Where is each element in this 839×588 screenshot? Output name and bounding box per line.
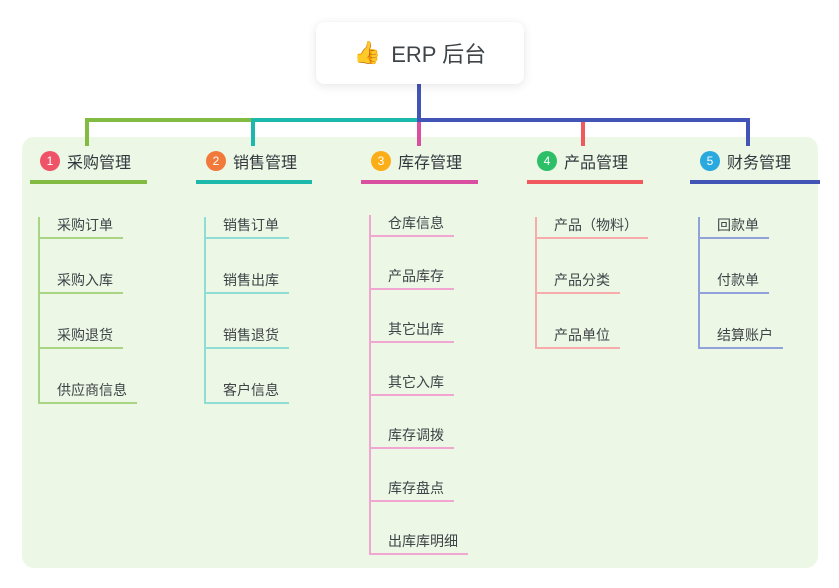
thumbs-up-icon: 👍 xyxy=(353,40,382,65)
branch-title: 2 销售管理 xyxy=(196,146,312,184)
mindmap-item: 回款单 xyxy=(698,217,769,239)
mindmap-item: 产品库存 xyxy=(369,268,454,290)
connector-drop-branch-4 xyxy=(581,122,585,146)
connector-horizontal-right xyxy=(419,118,750,122)
branch-procurement: 1 采购管理 采购订单采购入库采购退货供应商信息 xyxy=(30,146,147,404)
branch-label: 采购管理 xyxy=(67,155,132,172)
branch-vertical-line xyxy=(369,215,371,555)
branch-title: 1 采购管理 xyxy=(30,146,147,184)
branch-items: 采购订单采购入库采购退货供应商信息 xyxy=(38,217,147,404)
branch-label: 库存管理 xyxy=(398,155,463,172)
mindmap-item: 库存调拨 xyxy=(369,427,454,449)
mindmap-item: 采购订单 xyxy=(38,217,123,239)
branch-label: 产品管理 xyxy=(564,155,629,172)
mindmap-item: 产品（物料） xyxy=(535,217,648,239)
mindmap-item: 库存盘点 xyxy=(369,480,454,502)
mindmap-item: 结算账户 xyxy=(698,327,783,349)
number-badge: 2 xyxy=(206,151,226,171)
connector-horizontal-left xyxy=(85,118,251,122)
root-node-label: ERP 后台 xyxy=(391,42,487,67)
mindmap-item: 其它出库 xyxy=(369,321,454,343)
connector-drop-branch-2 xyxy=(251,118,255,146)
mindmap-item: 产品单位 xyxy=(535,327,620,349)
mindmap-item: 采购退货 xyxy=(38,327,123,349)
branch-title: 5 财务管理 xyxy=(690,146,820,184)
branch-title: 3 库存管理 xyxy=(361,146,478,184)
mindmap-item: 产品分类 xyxy=(535,272,620,294)
branch-label: 销售管理 xyxy=(233,155,298,172)
mindmap-item: 销售订单 xyxy=(204,217,289,239)
branch-vertical-line xyxy=(38,217,40,404)
number-badge: 1 xyxy=(40,151,60,171)
branch-vertical-line xyxy=(204,217,206,404)
mindmap-item: 采购入库 xyxy=(38,272,123,294)
mindmap-item: 供应商信息 xyxy=(38,382,137,404)
root-node: 👍 ERP 后台 xyxy=(316,22,524,84)
branch-vertical-line xyxy=(698,217,700,349)
number-badge: 5 xyxy=(700,151,720,171)
branch-items: 仓库信息产品库存其它出库其它入库库存调拨库存盘点出库库明细 xyxy=(369,215,478,555)
mindmap-panel xyxy=(22,137,818,568)
branch-vertical-line xyxy=(535,217,537,349)
connector-horizontal-middle xyxy=(251,118,419,122)
connector-drop-branch-5 xyxy=(746,118,750,146)
branch-product: 4 产品管理 产品（物料） 产品分类产品单位 xyxy=(527,146,648,349)
mindmap-item: 出库库明细 xyxy=(369,533,468,555)
branch-items: 产品（物料） 产品分类产品单位 xyxy=(535,217,648,349)
number-badge: 4 xyxy=(537,151,557,171)
mindmap-item: 销售出库 xyxy=(204,272,289,294)
connector-drop-branch-1 xyxy=(85,118,89,146)
branch-finance: 5 财务管理 回款单付款单结算账户 xyxy=(690,146,820,349)
mindmap-item: 仓库信息 xyxy=(369,215,454,237)
mindmap-item: 付款单 xyxy=(698,272,769,294)
mindmap-item: 其它入库 xyxy=(369,374,454,396)
branch-label: 财务管理 xyxy=(727,155,792,172)
mindmap-item: 客户信息 xyxy=(204,382,289,404)
connector-drop-branch-3 xyxy=(417,122,421,146)
branch-sales: 2 销售管理 销售订单销售出库销售退货客户信息 xyxy=(196,146,312,404)
mindmap-item: 销售退货 xyxy=(204,327,289,349)
branch-items: 销售订单销售出库销售退货客户信息 xyxy=(204,217,312,404)
branch-inventory: 3 库存管理 仓库信息产品库存其它出库其它入库库存调拨库存盘点出库库明细 xyxy=(361,146,478,555)
branch-title: 4 产品管理 xyxy=(527,146,643,184)
connector-root-line xyxy=(417,83,421,122)
branch-items: 回款单付款单结算账户 xyxy=(698,217,820,349)
number-badge: 3 xyxy=(371,151,391,171)
